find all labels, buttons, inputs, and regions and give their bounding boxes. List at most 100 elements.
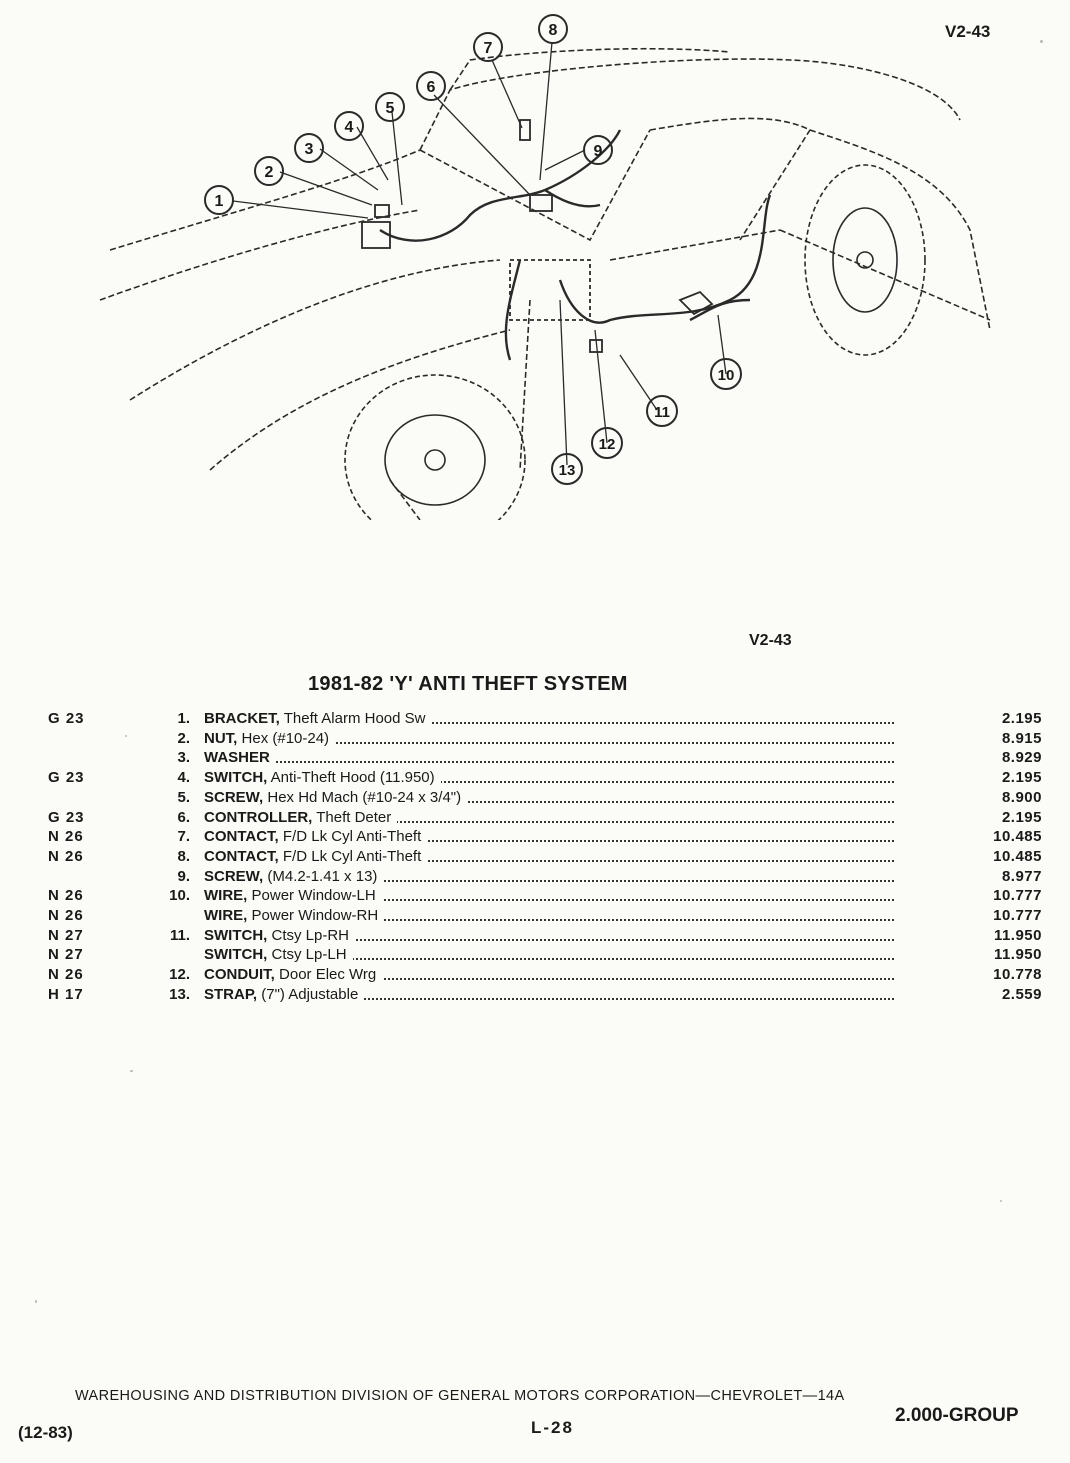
part-detail: F/D Lk Cyl Anti-Theft (282, 847, 422, 865)
callout-8-label: 8 (549, 22, 558, 39)
part-name: SCREW, (204, 788, 264, 806)
callout-1: 1 (204, 185, 234, 215)
callout-11-label: 11 (654, 404, 670, 421)
part-name: SCREW, (204, 867, 264, 885)
callout-8: 8 (538, 14, 568, 44)
callout-13: 13 (551, 453, 583, 485)
part-name: CONTACT, (204, 828, 279, 846)
part-name: SWITCH, (204, 926, 268, 944)
part-detail: Ctsy Lp-RH (271, 926, 350, 944)
part-description: WIRE, Power Window-LH (204, 887, 382, 905)
group-code: G 23 (48, 769, 85, 787)
footer-group: 2.000-GROUP (895, 1405, 1019, 1426)
part-detail: F/D Lk Cyl Anti-Theft (282, 828, 422, 846)
callout-10: 10 (710, 358, 742, 390)
leader-dots (204, 919, 894, 921)
speck (1040, 40, 1043, 43)
callout-11: 11 (646, 395, 678, 427)
speck (35, 1300, 37, 1303)
callout-9: 9 (583, 135, 613, 165)
part-number: 8.929 (1001, 749, 1042, 767)
part-detail: (7") Adjustable (261, 985, 359, 1003)
part-number: 2.195 (1001, 710, 1042, 727)
callout-6-label: 6 (427, 79, 436, 96)
part-description: STRAP, (7") Adjustable (204, 985, 365, 1003)
part-number: 10.778 (993, 966, 1042, 984)
footer-page-number: L-28 (531, 1418, 574, 1437)
part-detail: Door Elec Wrg (279, 966, 377, 984)
footer-date: (12-83) (18, 1423, 73, 1442)
wiring-harness (379, 129, 772, 361)
group-code: N 26 (48, 907, 84, 924)
part-number: 2.195 (1001, 769, 1042, 787)
callout-13-label: 13 (559, 462, 576, 479)
callout-4: 4 (334, 111, 364, 141)
callout-2-label: 2 (265, 164, 274, 181)
parts-row: N 26 WIRE, Power Window-RH 10.777 (0, 907, 1070, 927)
leader-lines (232, 41, 727, 466)
anti-theft-system-diagram: 1 2 3 4 5 6 7 8 9 10 11 12 13 (99, 14, 991, 520)
part-detail: (M4.2-1.41 x 13) (267, 867, 378, 885)
part-name: CONDUIT, (204, 966, 275, 984)
leader-dots (204, 879, 894, 882)
group-code: N 26 (48, 847, 84, 865)
item-number: 12. (169, 966, 190, 984)
part-name: NUT, (204, 729, 238, 747)
item-number: 4. (177, 769, 190, 787)
item-number: 2. (177, 729, 190, 747)
page-code-mid: V2-43 (749, 632, 792, 649)
item-number: 8. (177, 847, 190, 865)
parts-row: N 26 8. CONTACT, F/D Lk Cyl Anti-Theft 10.4… (0, 847, 1070, 868)
rear-wheel (804, 164, 926, 356)
leader-dots (204, 761, 894, 764)
part-name: CONTROLLER, (204, 808, 313, 826)
part-detail: Anti-Theft Hood (11.950) (270, 769, 435, 787)
part-name: WASHER (204, 749, 270, 767)
part-detail: Theft Alarm Hood Sw (283, 710, 426, 727)
part-number: 10.777 (993, 907, 1042, 924)
part-name: STRAP, (204, 985, 258, 1003)
leader-dots (204, 820, 894, 823)
page-code-top: V2-43 (945, 22, 991, 41)
part-description: SWITCH, Anti-Theft Hood (11.950) (204, 769, 441, 787)
part-number: 8.900 (1001, 788, 1042, 806)
part-number: 10.485 (993, 847, 1042, 865)
item-number: 10. (169, 887, 190, 905)
parts-row: G 23 4. SWITCH, Anti-Theft Hood (11.950) 2.… (0, 769, 1070, 789)
callout-12: 12 (591, 427, 623, 459)
part-description: WASHER (204, 749, 276, 767)
group-code: N 27 (48, 946, 84, 964)
front-wheel (344, 374, 526, 520)
speck (125, 735, 127, 737)
callout-7: 7 (473, 32, 503, 62)
part-description: SCREW, (M4.2-1.41 x 13) (204, 867, 384, 885)
leader-dots (204, 800, 894, 803)
callout-12-label: 12 (599, 436, 616, 453)
callout-6: 6 (416, 71, 446, 101)
group-code: G 23 (48, 808, 85, 826)
part-number: 8.915 (1001, 729, 1042, 747)
part-description: BRACKET, Theft Alarm Hood Sw (204, 710, 432, 727)
part-name: WIRE, (204, 887, 248, 905)
leader-dots (204, 722, 894, 724)
leader-dots (204, 859, 894, 862)
parts-row: 5.SCREW, Hex Hd Mach (#10-24 x 3/4")8.90… (0, 788, 1070, 809)
parts-row: N 26 12. CONDUIT, Door Elec Wrg 10.778 (0, 966, 1070, 986)
part-detail: Ctsy Lp-LH (271, 946, 347, 964)
leader-dots (204, 840, 894, 843)
callout-10-label: 10 (718, 367, 735, 384)
group-code: G 23 (48, 710, 85, 727)
part-name: SWITCH, (204, 946, 268, 964)
group-code: N 26 (48, 966, 84, 984)
part-description: WIRE, Power Window-RH (204, 907, 385, 924)
part-name: CONTACT, (204, 847, 279, 865)
leader-dots (204, 938, 894, 941)
leader-dots (204, 997, 894, 1000)
